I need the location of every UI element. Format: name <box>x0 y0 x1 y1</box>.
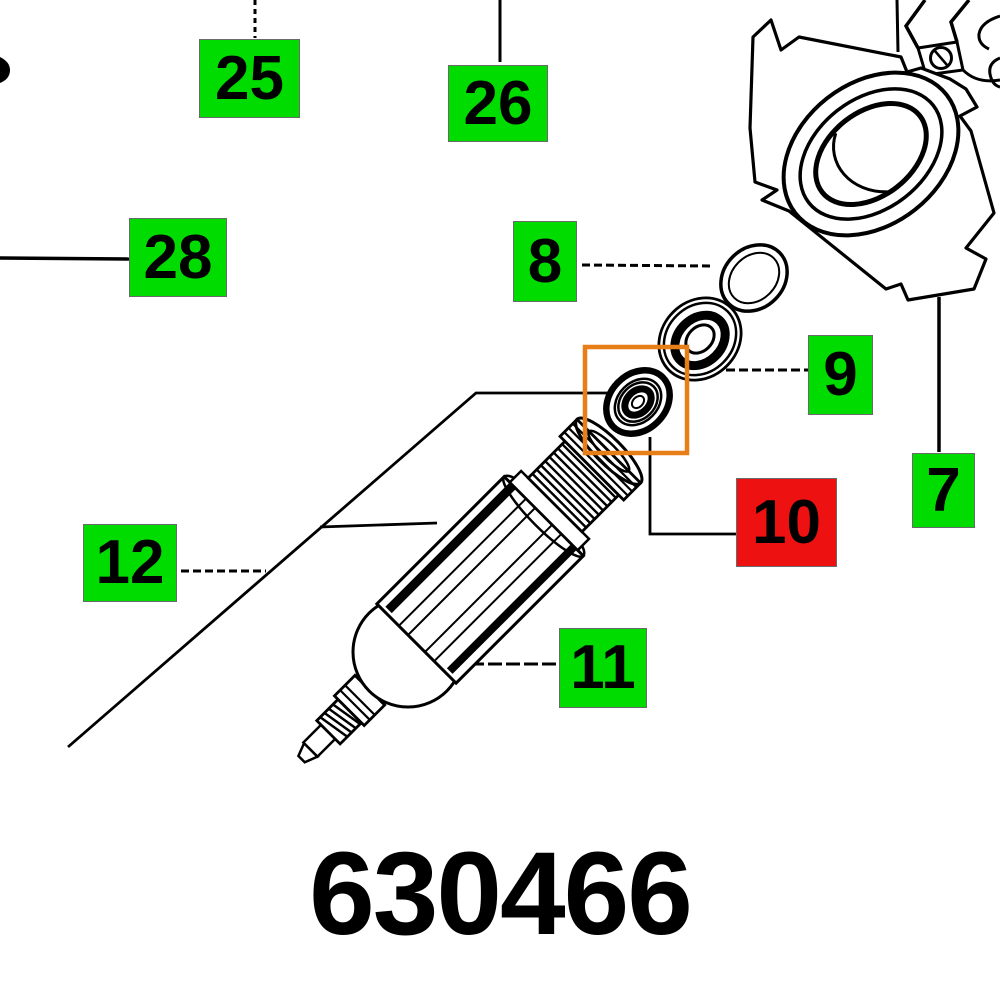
leader-8 <box>581 263 713 268</box>
screw-icon <box>929 46 953 70</box>
leader-10 <box>648 437 736 536</box>
leader-lines <box>0 0 941 749</box>
callout-10-label: 10 <box>752 487 821 557</box>
callout-9[interactable]: 9 <box>808 335 873 415</box>
callout-10-highlighted[interactable]: 10 <box>736 478 837 567</box>
armature-rotor <box>296 416 644 764</box>
callout-25-label: 25 <box>215 43 284 113</box>
callout-9-label: 9 <box>823 340 858 409</box>
ball-bearing <box>603 367 673 437</box>
callout-7-label: 7 <box>926 455 961 525</box>
callout-12[interactable]: 12 <box>83 524 177 602</box>
callout-11-label: 11 <box>570 633 636 702</box>
callout-28-label: 28 <box>143 222 213 292</box>
sleeve-ring <box>657 296 743 382</box>
o-ring <box>719 243 789 313</box>
part-number: 630466 <box>309 828 693 960</box>
edge-part-fragment <box>0 57 10 83</box>
leader-28 <box>0 256 130 261</box>
callout-11[interactable]: 11 <box>559 628 647 708</box>
callout-26-label: 26 <box>463 68 533 138</box>
callout-8[interactable]: 8 <box>513 221 577 302</box>
highlight-box <box>582 344 690 456</box>
leader-branch-armature <box>319 521 438 529</box>
callout-26[interactable]: 26 <box>448 65 548 142</box>
callout-25[interactable]: 25 <box>199 39 300 118</box>
callout-28[interactable]: 28 <box>129 218 227 297</box>
bearing-flange-plate <box>748 18 996 302</box>
callout-12-label: 12 <box>95 528 165 597</box>
corner-part-fragment <box>895 0 1000 89</box>
flange-bearing-seat-ring <box>781 70 961 238</box>
callout-8-label: 8 <box>527 226 563 296</box>
leader-diagonal <box>67 391 612 749</box>
callout-7[interactable]: 7 <box>912 453 975 528</box>
